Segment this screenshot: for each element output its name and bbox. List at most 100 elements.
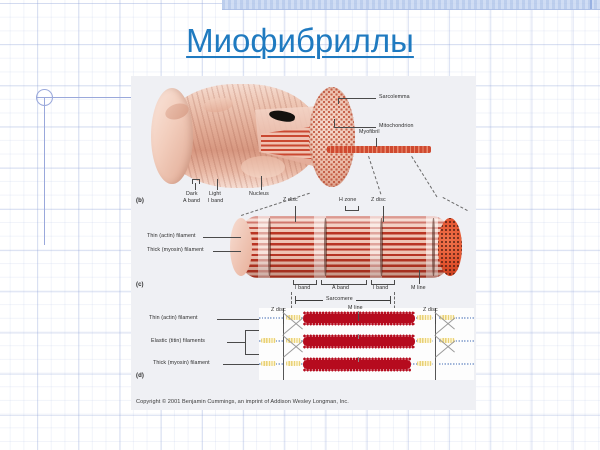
titin-filament	[261, 338, 276, 343]
label-z-disc-left-c: Z disc	[283, 197, 298, 203]
leader-myofibril	[376, 138, 377, 147]
decorative-horizontal-line	[36, 97, 145, 98]
label-thin-filament-c: Thin (actin) filament	[147, 233, 196, 239]
label-i-band-left: I band	[295, 285, 311, 291]
titin-filament	[440, 315, 455, 320]
leader-sarcolemma	[338, 98, 376, 99]
muscle-fiber-illustration	[149, 84, 355, 188]
bracket-a-band	[321, 280, 367, 285]
sarcomere-tick-right	[390, 296, 391, 304]
thin-filament-strand	[439, 363, 474, 366]
leader-nucleus	[261, 176, 262, 190]
top-decoration-band	[222, 0, 600, 10]
leader-sarcolemma-stub	[338, 98, 339, 104]
sarcomere-tick-left	[295, 296, 296, 304]
label-a-band: A band	[332, 285, 350, 291]
titin-filament	[417, 338, 432, 343]
leader-elastic-fork	[245, 330, 246, 354]
label-m-line-c: M line	[411, 285, 426, 291]
m-line-tick	[358, 311, 359, 316]
leader-mitochondrion	[334, 127, 376, 128]
thick-filament	[303, 311, 415, 326]
leader-thin-filament-c	[203, 237, 241, 238]
myofibril-shading	[236, 216, 454, 278]
leader-light-i-band	[217, 179, 218, 190]
thin-filament-strand	[439, 317, 474, 320]
zoom-connector-c-upper-right	[442, 197, 468, 212]
label-sarcolemma: Sarcolemma	[379, 94, 410, 100]
muscle-fiber-left-depression	[163, 100, 191, 123]
page-title-text: Миофибриллы	[186, 22, 414, 59]
m-line-tick	[358, 357, 359, 362]
leader-elastic-fork-top	[245, 330, 259, 331]
leader-m-line-c	[419, 270, 420, 284]
label-light-i-band-line2: I band	[208, 198, 224, 204]
titin-filament	[440, 338, 455, 343]
label-z-disc-right-d: Z disc	[423, 307, 438, 313]
label-z-disc-left-d: Z disc	[271, 307, 286, 313]
decorative-circle	[36, 89, 53, 106]
panel-label-d: (d)	[136, 373, 144, 379]
decorative-vertical-line	[44, 97, 45, 245]
titin-filament	[286, 361, 301, 366]
bracket-h-zone	[345, 206, 359, 211]
z-band-1	[268, 218, 271, 276]
muscle-anatomy-figure: Sarcolemma Mitochondrion Myofibril Dark …	[131, 76, 476, 410]
muscle-fiber-left-end	[151, 88, 193, 184]
leader-z-disc-right-c	[383, 206, 384, 222]
m-line-tick	[358, 334, 359, 339]
leader-elastic-fork-bottom	[245, 354, 259, 355]
titin-filament	[417, 361, 432, 366]
thick-filament	[303, 357, 411, 372]
z-band-4	[432, 218, 435, 276]
label-m-line-d: M line	[348, 305, 363, 311]
thin-filament-strand	[259, 317, 283, 320]
z-disc-line-left	[283, 308, 285, 380]
leader-z-disc-left-c	[295, 206, 296, 222]
leader-elastic-filaments-d	[227, 342, 245, 343]
label-sarcomere: Sarcomere	[323, 296, 356, 303]
label-i-band-right: I band	[373, 285, 389, 291]
myofibril-cross-section-end	[438, 218, 462, 276]
leader-z-disc-right-d	[435, 316, 436, 324]
myofibril-left-end	[230, 218, 252, 276]
z-band-2	[324, 218, 327, 276]
leader-dark-a-band	[195, 183, 196, 190]
page-title: Миофибриллы	[0, 22, 600, 60]
titin-filament	[286, 338, 301, 343]
bracket-i-band-left	[293, 280, 317, 285]
sarcomere-schematic	[259, 308, 474, 380]
label-dark-a-band-line1: Dark	[186, 191, 198, 197]
nucleus-bump-lower	[241, 156, 285, 178]
fiber-cross-section-disc	[309, 87, 355, 187]
myofibril-illustration	[226, 216, 464, 278]
z-band-3	[380, 218, 383, 276]
label-myofibril: Myofibril	[359, 129, 380, 135]
panel-label-b: (b)	[136, 198, 144, 204]
titin-filament	[286, 315, 301, 320]
titin-filament	[261, 361, 276, 366]
panel-label-c: (c)	[136, 282, 144, 288]
bracket-dark-a-band	[192, 179, 200, 184]
thin-filament-strand	[439, 340, 474, 343]
z-disc-line-right	[435, 308, 437, 380]
label-h-zone: H zone	[339, 197, 357, 203]
label-nucleus: Nucleus	[249, 191, 269, 197]
leader-m-line-d	[358, 314, 359, 321]
label-light-i-band-line1: Light	[209, 191, 221, 197]
thick-filament	[303, 334, 415, 349]
zoom-connector-b-to-c-right	[411, 156, 438, 198]
label-thin-filament-d: Thin (actin) filament	[149, 315, 198, 321]
label-thick-filament-c: Thick (myosin) filament	[147, 247, 204, 253]
label-dark-a-band-line2: A band	[183, 198, 201, 204]
leader-z-disc-left-d	[283, 316, 284, 324]
leader-thick-filament-d	[223, 364, 259, 365]
label-z-disc-right-c: Z disc	[371, 197, 386, 203]
copyright-notice: Copyright © 2001 Benjamin Cummings, an i…	[136, 399, 349, 405]
label-elastic-filaments: Elastic (titin) filaments	[151, 338, 206, 344]
label-mitochondrion: Mitochondrion	[379, 123, 414, 129]
leader-thick-filament-c	[213, 251, 241, 252]
bracket-i-band-right	[371, 280, 395, 285]
single-myofibril-rod	[327, 146, 431, 153]
